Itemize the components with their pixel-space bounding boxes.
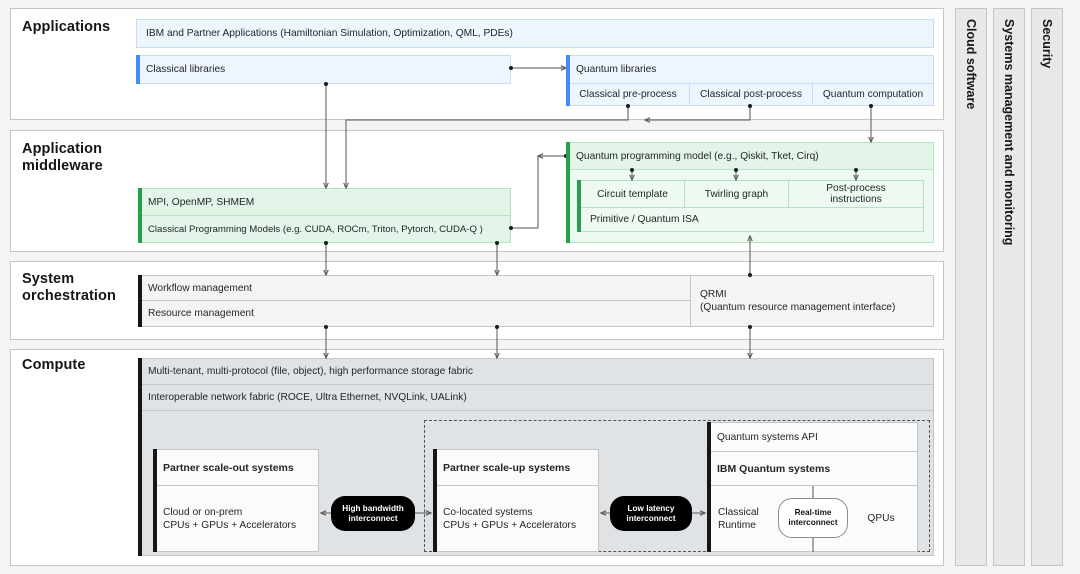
low-latency-interconnect[interactable]: Low latency interconnect — [610, 496, 692, 531]
accent-bar-classical-middleware — [138, 188, 142, 243]
mpi-openmp-shmem[interactable]: MPI, OpenMP, SHMEM — [138, 188, 511, 216]
sidebar-systems-management-and-monitoring[interactable]: Systems management and monitoring — [993, 8, 1025, 566]
accent-bar-ibm-quantum-systems — [707, 422, 711, 552]
circuit-template[interactable]: Circuit template — [580, 180, 685, 208]
sidebar-cloud-software-label: Cloud software — [964, 19, 978, 110]
sidebar-security[interactable]: Security — [1031, 8, 1063, 566]
quantum-centric-supercomputing-group — [424, 420, 930, 552]
quantum-systems-api[interactable]: Quantum systems API — [707, 422, 918, 452]
accent-bar-compute — [138, 358, 142, 556]
partner-scale-up-systems-body[interactable]: Co-located systems CPUs + GPUs + Acceler… — [433, 485, 599, 552]
partner-scale-up-systems-title[interactable]: Partner scale-up systems — [433, 449, 599, 486]
quantum-computation[interactable]: Quantum computation — [812, 83, 934, 106]
layer-title-compute: Compute — [22, 357, 86, 373]
sidebar-cloud-software[interactable]: Cloud software — [955, 8, 987, 566]
high-bandwidth-interconnect[interactable]: High bandwidth interconnect — [331, 496, 415, 531]
network-fabric[interactable]: Interoperable network fabric (ROCE, Ultr… — [138, 384, 934, 411]
classical-pre-process[interactable]: Classical pre-process — [566, 83, 690, 106]
real-time-interconnect[interactable]: Real-time interconnect — [778, 498, 848, 538]
sidebar-systems-management-and-monitoring-label: Systems management and monitoring — [1002, 19, 1016, 246]
accent-bar-partner-scale-up — [433, 449, 437, 552]
partner-scale-out-systems-title[interactable]: Partner scale-out systems — [153, 449, 319, 486]
quantum-programming-model[interactable]: Quantum programming model (e.g., Qiskit,… — [566, 142, 934, 170]
ibm-quantum-systems-title[interactable]: IBM Quantum systems — [707, 451, 918, 486]
qrmi[interactable]: QRMI (Quantum resource management interf… — [690, 275, 934, 327]
classical-programming-models[interactable]: Classical Programming Models (e.g. CUDA,… — [138, 215, 511, 243]
accent-bar-system-orchestration — [138, 275, 142, 327]
classical-libraries[interactable]: Classical libraries — [136, 55, 511, 84]
storage-fabric[interactable]: Multi-tenant, multi-protocol (file, obje… — [138, 358, 934, 385]
quantum-libraries[interactable]: Quantum libraries — [566, 55, 934, 84]
ibm-and-partner-applications[interactable]: IBM and Partner Applications (Hamiltonia… — [136, 19, 934, 48]
layer-title-system-orchestration: System orchestration — [22, 271, 116, 304]
post-process-instructions[interactable]: Post-process instructions — [788, 180, 924, 208]
sidebar-security-label: Security — [1040, 19, 1054, 69]
accent-bar-classical-libraries — [136, 55, 140, 84]
classical-runtime[interactable]: Classical Runtime — [718, 506, 759, 531]
resource-management[interactable]: Resource management — [138, 300, 691, 327]
twirling-graph[interactable]: Twirling graph — [684, 180, 789, 208]
layer-title-application-middleware: Application middleware — [22, 141, 103, 174]
accent-bar-quantum-middleware — [566, 142, 570, 243]
accent-bar-primitive-group — [577, 180, 581, 232]
layer-title-applications: Applications — [22, 19, 111, 35]
partner-scale-out-systems-body[interactable]: Cloud or on-prem CPUs + GPUs + Accelerat… — [153, 485, 319, 552]
primitive-quantum-isa[interactable]: Primitive / Quantum ISA — [580, 207, 924, 232]
accent-bar-quantum-libraries — [566, 55, 570, 106]
workflow-management[interactable]: Workflow management — [138, 275, 691, 301]
accent-bar-partner-scale-out — [153, 449, 157, 552]
classical-post-process[interactable]: Classical post-process — [689, 83, 813, 106]
qpus[interactable]: QPUs — [867, 513, 895, 524]
